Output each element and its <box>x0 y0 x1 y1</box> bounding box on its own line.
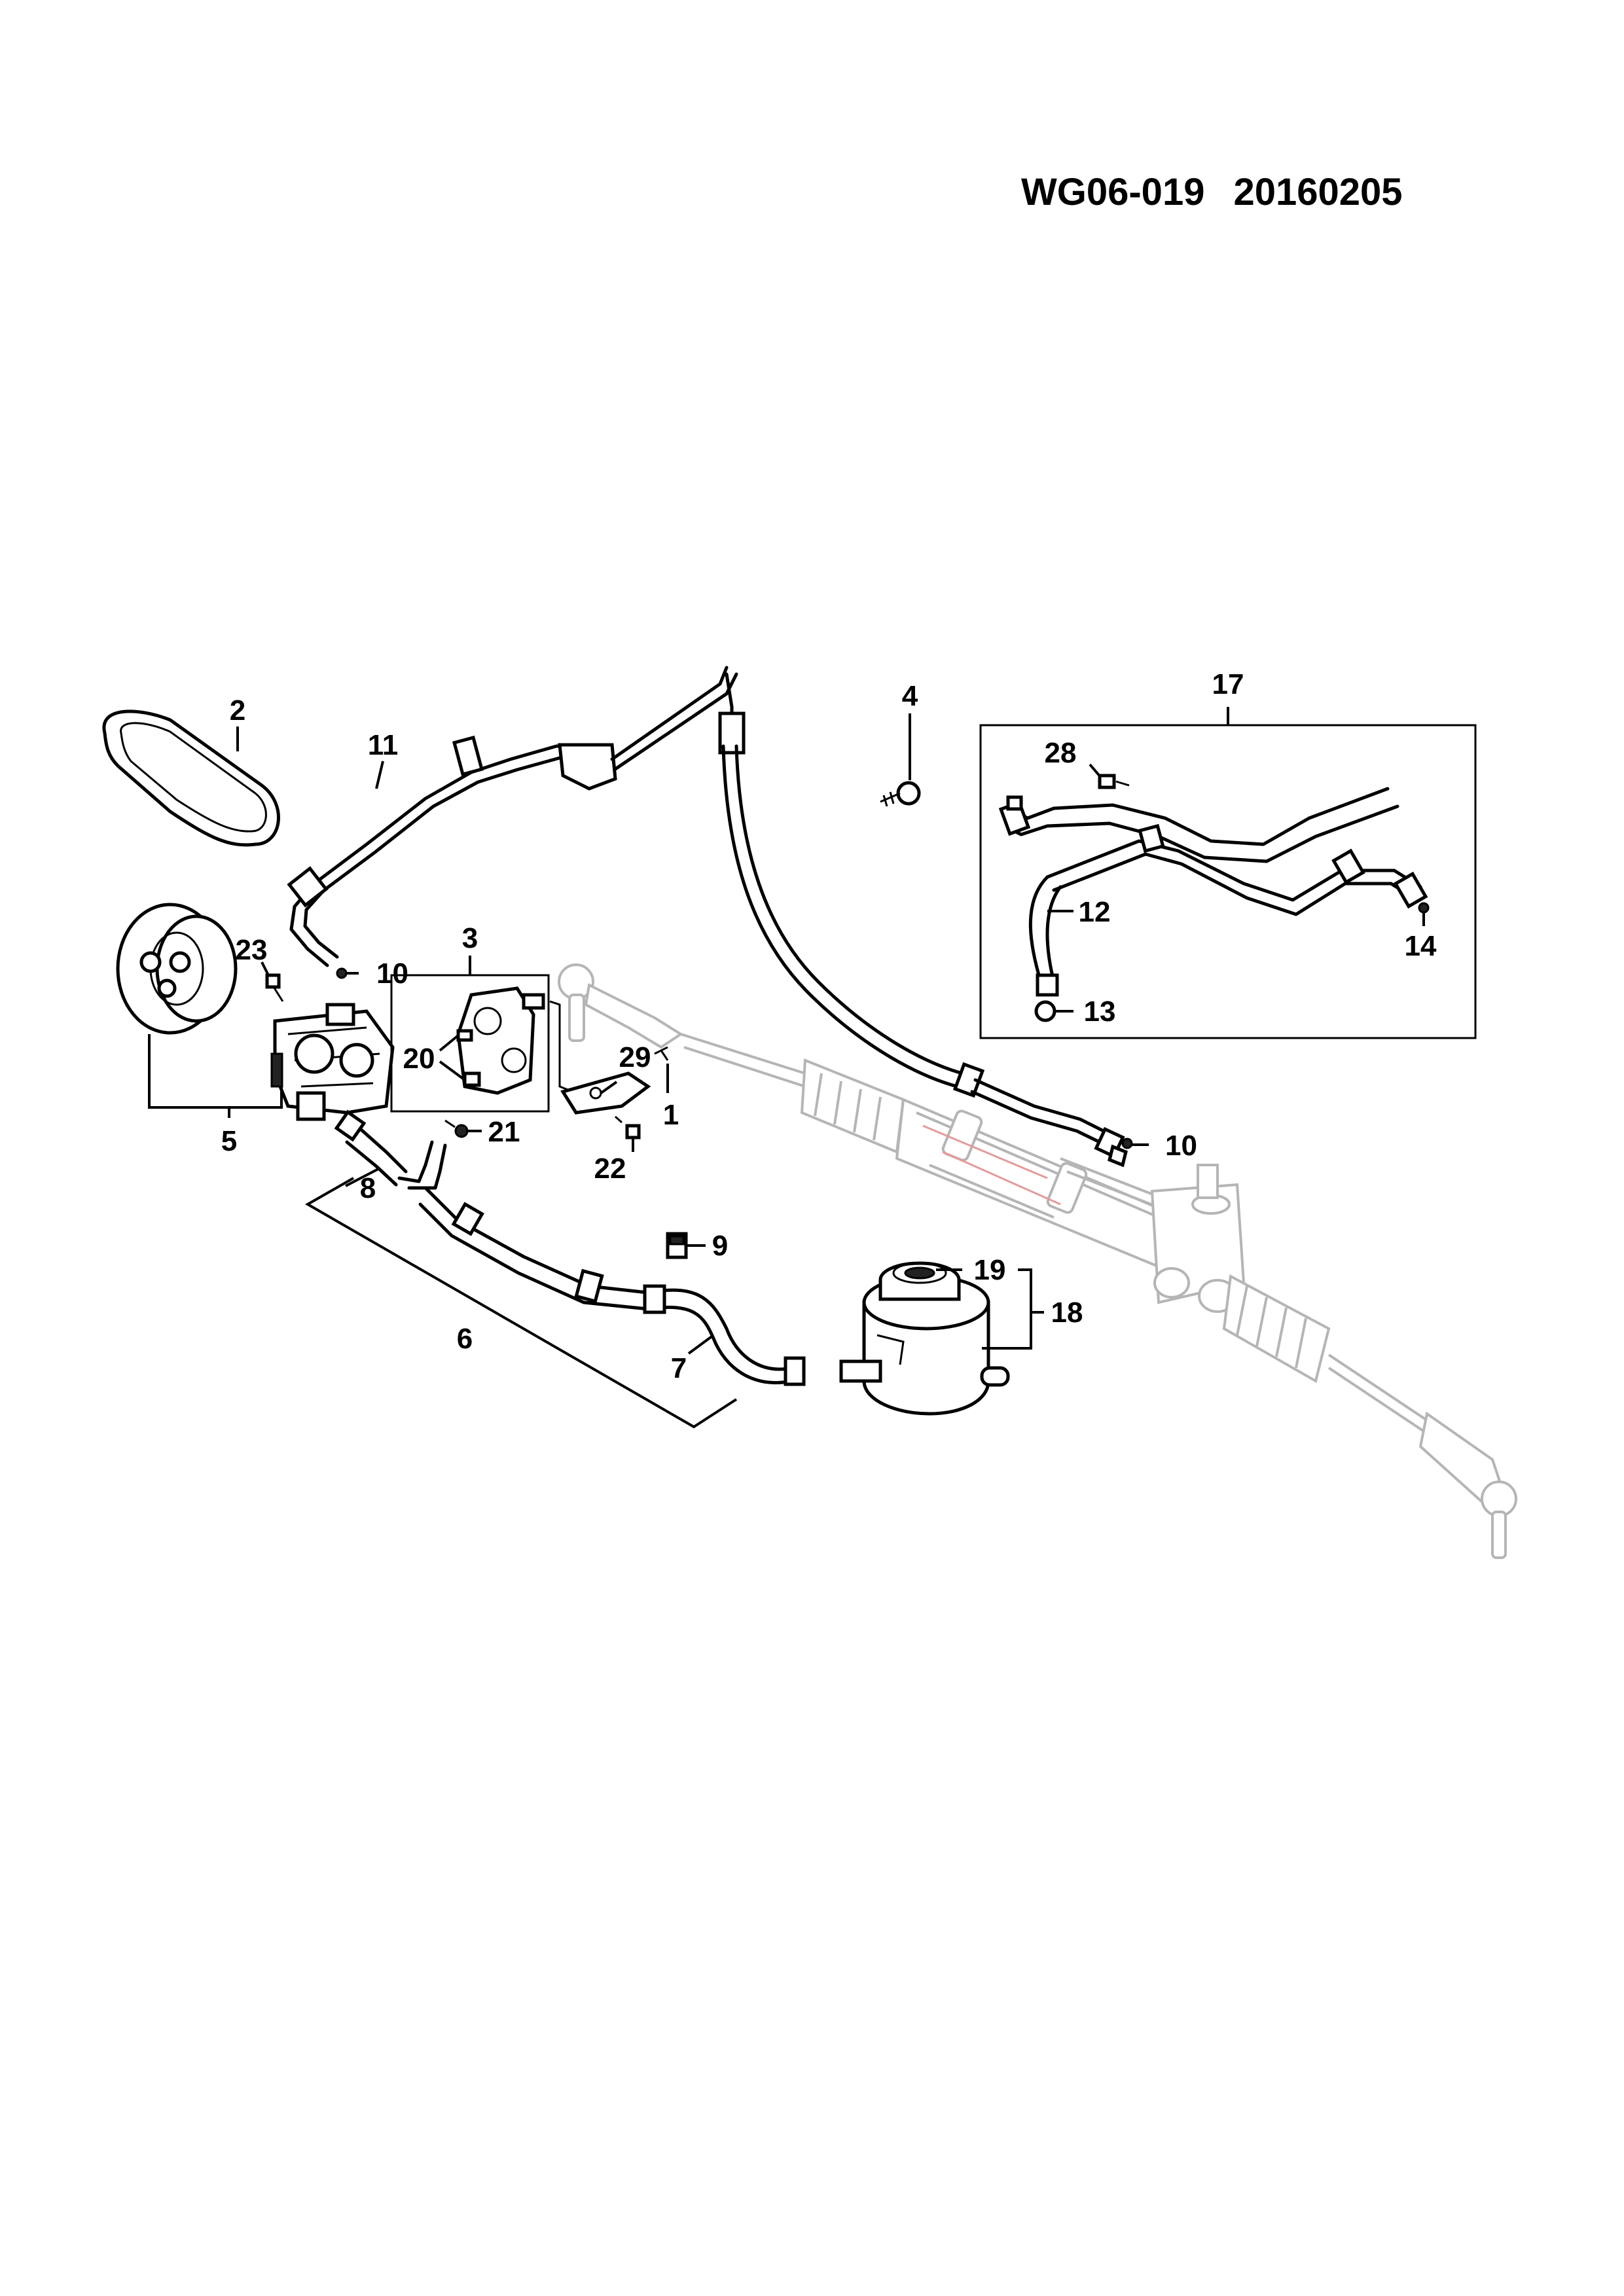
bolt-23 <box>265 973 284 1002</box>
callout-4: 4 <box>902 680 918 712</box>
callout-14: 14 <box>1405 930 1437 962</box>
o-ring-13 <box>1034 1000 1056 1022</box>
callout-22: 22 <box>594 1153 626 1185</box>
cooler-pipe-kit-17 <box>979 724 1477 1039</box>
bolt-21 <box>444 1119 469 1138</box>
callout-6: 6 <box>457 1323 473 1355</box>
callout-28: 28 <box>1045 737 1077 769</box>
bolt-1 <box>654 1046 669 1061</box>
o-ring-10-lower <box>1121 1138 1133 1149</box>
return-hose-assembly <box>334 1109 806 1386</box>
callout-2: 2 <box>230 694 245 726</box>
callout-8: 8 <box>360 1172 376 1204</box>
drawing-date: 20160205 <box>1233 171 1403 213</box>
callout-11: 11 <box>368 729 399 761</box>
o-ring-14 <box>1418 902 1430 914</box>
bolt-22 <box>614 1115 641 1139</box>
callout-23: 23 <box>236 934 268 966</box>
callout-12: 12 <box>1079 896 1111 928</box>
drawing-code: WG06-019 <box>1021 171 1205 213</box>
callout-9: 9 <box>712 1230 728 1262</box>
callout-labels: 2 11 23 10 3 5 20 21 22 29 1 8 6 7 9 4 1… <box>221 668 1437 1384</box>
screw-4 <box>880 781 921 807</box>
pulley <box>116 903 238 1035</box>
clip-28 <box>1098 774 1130 789</box>
steering-rack-assembly <box>558 963 1517 1559</box>
callout-5: 5 <box>221 1125 237 1157</box>
pressure-hose <box>287 666 1128 1168</box>
callout-29: 29 <box>619 1041 651 1073</box>
clamp-9 <box>666 1232 688 1259</box>
seal-20 <box>456 1029 481 1087</box>
callout-19: 19 <box>974 1254 1006 1286</box>
callout-10-lower: 10 <box>1165 1130 1197 1162</box>
drive-belt <box>102 709 280 847</box>
callout-1: 1 <box>663 1099 679 1131</box>
reservoir-cap-19 <box>904 1266 935 1280</box>
fluid-reservoir <box>839 1261 1010 1416</box>
callout-7: 7 <box>671 1352 687 1384</box>
callout-10-upper: 10 <box>376 958 408 990</box>
bracket-29 <box>560 1071 651 1115</box>
power-steering-pump <box>270 1003 395 1121</box>
drawing-header: WG06-019 20160205 <box>1021 170 1403 214</box>
repair-kit-3 <box>390 974 577 1113</box>
callout-13: 13 <box>1084 996 1116 1028</box>
leader-lines <box>148 707 1425 1429</box>
o-ring-10-upper <box>336 967 348 979</box>
callout-18: 18 <box>1051 1297 1083 1329</box>
callout-21: 21 <box>488 1116 520 1148</box>
callout-17: 17 <box>1212 668 1244 700</box>
callout-3: 3 <box>462 922 478 954</box>
callout-20: 20 <box>403 1043 435 1075</box>
